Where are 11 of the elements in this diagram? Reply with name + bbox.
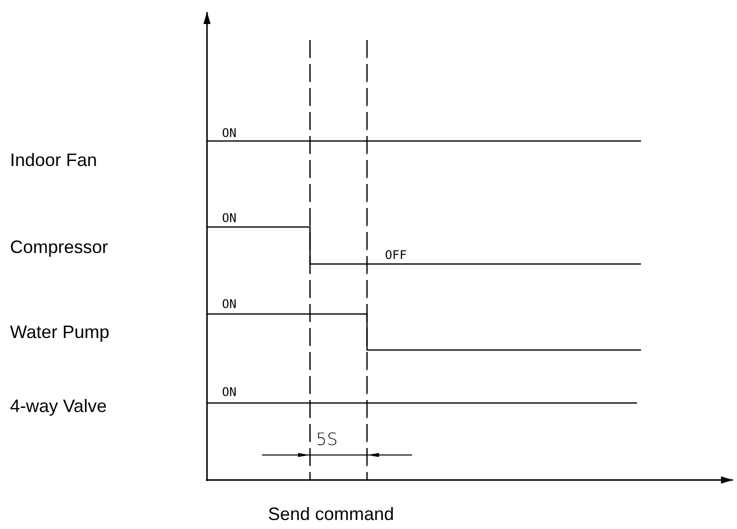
signal-name: 4-way Valve — [10, 397, 107, 415]
axis-label: Send command — [268, 505, 394, 523]
state-label: ON — [222, 212, 236, 224]
state-label: ON — [222, 386, 236, 398]
state-label: ON — [222, 298, 236, 310]
state-label: ON — [222, 127, 236, 139]
signal-name: Water Pump — [10, 323, 110, 341]
state-label: OFF — [385, 249, 407, 261]
signal-name: Indoor Fan — [10, 151, 98, 169]
dimension-text: 5S — [316, 432, 338, 449]
signal-name: Compressor — [10, 238, 108, 256]
